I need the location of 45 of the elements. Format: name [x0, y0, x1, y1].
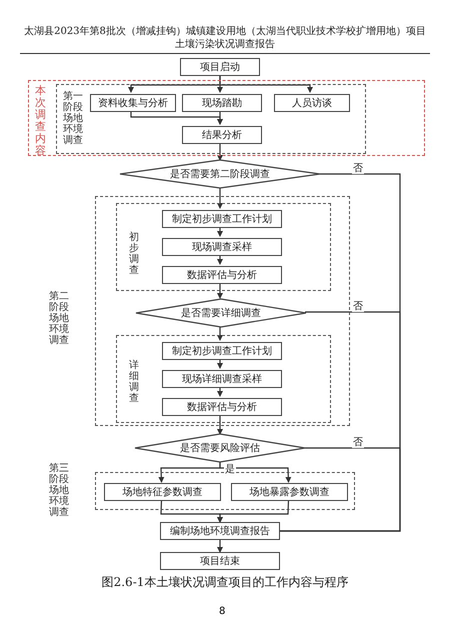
page-header: 太湖县2023年第8批次（增减挂钩）城镇建设用地（太湖当代职业技术学校扩增用地）项目土壤污染状况调查报告: [20, 26, 430, 54]
arrow: [217, 540, 223, 553]
process-box: 项目结束: [160, 552, 280, 570]
arrow: [217, 188, 223, 209]
process-box: 资料收集与分析: [90, 94, 176, 112]
group-label: 第三阶段场地环境调查: [49, 463, 69, 518]
arrow: [217, 326, 223, 341]
group-label: 详细调查: [129, 360, 139, 404]
decision-text: 是否需要风险评估: [180, 442, 260, 455]
process-box: 人员访谈: [274, 94, 350, 112]
group-label: 第一阶段场地环境调查: [63, 91, 83, 146]
process-box: 数据评估与分析: [162, 398, 282, 416]
dashed-group-box: [116, 335, 331, 423]
process-box: 现场踏勘: [182, 94, 262, 112]
process-box: 结果分析: [182, 126, 262, 144]
arrow: [217, 282, 223, 299]
process-box: 编制场地环境调查报告: [160, 522, 280, 540]
dashed-group-box: [28, 80, 425, 156]
arrow: [217, 110, 223, 125]
group-label: 初步调查: [129, 232, 139, 276]
process-box: 场地暴露参数调查: [231, 483, 348, 501]
arrow: [219, 76, 313, 93]
arrow: [217, 414, 223, 435]
decision-text: 是否需要第二阶段调查: [170, 168, 270, 181]
figure-caption: 图2.6-1本土壤状况调查项目的工作内容与程序: [100, 574, 350, 591]
page-number: 8: [219, 606, 226, 617]
arrow: [217, 500, 290, 523]
dashed-group-box: [116, 203, 331, 291]
edge-label: 是: [224, 464, 236, 475]
process-box: 数据评估与分析: [162, 266, 282, 284]
process-box: 现场调查采样: [162, 238, 282, 256]
edge-label: 否: [352, 163, 364, 174]
edge-label: 否: [352, 437, 364, 448]
edge-label: 否: [352, 301, 364, 312]
process-box: 项目启动: [180, 58, 260, 76]
arrow: [217, 142, 223, 161]
process-box: 制定初步调查工作计划: [162, 210, 282, 228]
decision-text: 是否需要详细调查: [181, 306, 261, 320]
group-label: 第二阶段场地环境调查: [49, 291, 69, 346]
process-box: 现场详细调查采样: [162, 370, 282, 388]
process-box: 场地特征参数调查: [104, 483, 221, 501]
arrow: [219, 462, 292, 483]
dashed-group-box: [56, 84, 366, 154]
group-label: 本次调查内容: [35, 85, 46, 158]
process-box: 制定初步调查工作计划: [162, 342, 282, 360]
